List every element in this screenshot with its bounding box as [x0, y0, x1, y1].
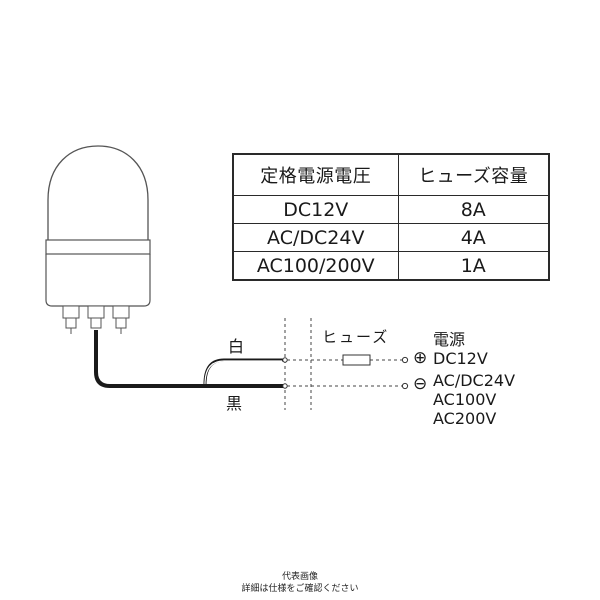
fuse-cell: 8A: [397, 195, 550, 224]
table-row: AC100/200V 1A: [232, 251, 550, 281]
lamp-terminals: [62, 305, 130, 334]
plus-symbol: ⊕: [413, 348, 428, 368]
power-voltage: AC100V: [433, 390, 497, 409]
white-wire: [203, 358, 283, 385]
lamp-band: [45, 239, 151, 255]
power-source-list: 電源 DC12V AC/DC24V AC100V AC200V: [433, 330, 515, 428]
white-wire-label: 白: [228, 337, 245, 356]
power-voltage: DC12V: [433, 349, 488, 368]
fuse-cell: 1A: [397, 251, 550, 281]
voltage-cell: DC12V: [232, 195, 399, 224]
table-row: AC/DC24V 4A: [232, 223, 550, 252]
voltage-cell: AC100/200V: [232, 251, 399, 281]
caption-representative-image: 代表画像: [281, 572, 318, 582]
fuse-label: ヒューズ: [322, 328, 390, 346]
lamp-dome: [47, 145, 149, 240]
power-voltage: AC200V: [433, 409, 497, 428]
table-header-row: 定格電源電圧 ヒューズ容量: [232, 153, 550, 196]
minus-symbol: ⊖: [413, 374, 428, 394]
voltage-cell: AC/DC24V: [232, 223, 399, 252]
caption-check-specs: 詳細は仕様をご確認ください: [241, 584, 359, 594]
header-fuse-capacity: ヒューズ容量: [397, 153, 550, 196]
power-voltage: AC/DC24V: [433, 371, 516, 390]
fuse-capacity-table: 定格電源電圧 ヒューズ容量 DC12V 8A AC/DC24V 4A AC100…: [232, 153, 550, 281]
header-rated-voltage: 定格電源電圧: [232, 153, 399, 196]
black-wire-label: 黒: [226, 394, 243, 413]
lamp-base: [45, 254, 151, 307]
power-title: 電源: [433, 330, 466, 349]
fuse-cell: 4A: [397, 223, 550, 252]
table-row: DC12V 8A: [232, 195, 550, 224]
fuse-symbol: [342, 354, 371, 366]
black-wire: [94, 330, 283, 388]
